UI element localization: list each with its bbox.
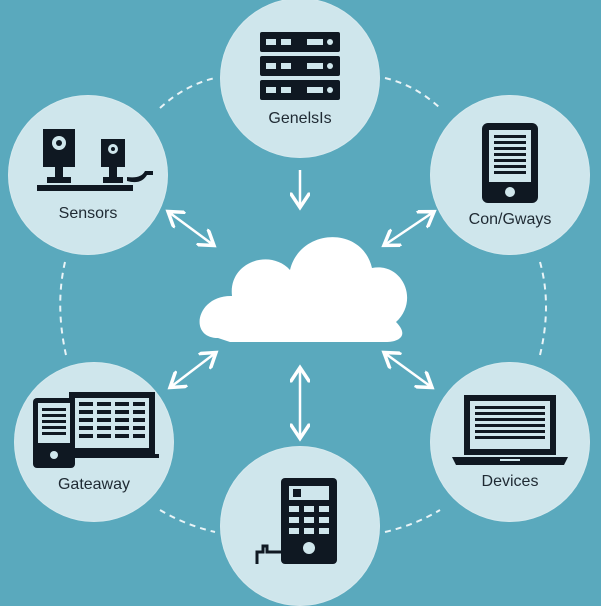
arrow-gateway-cloud (172, 354, 214, 386)
payment-terminal-icon (255, 478, 337, 564)
ring-connectors (59, 77, 547, 533)
flow-arrows (170, 170, 432, 436)
node-sensors: Sensors (8, 95, 168, 255)
cloud-icon (199, 237, 408, 342)
diagram-connections (59, 77, 547, 533)
arrow-gateways-cloud (386, 213, 432, 244)
node-gateway: Gateaway (14, 362, 174, 522)
sensor-devices-icon (37, 129, 153, 191)
server-rack-icon (260, 32, 340, 100)
smartphone-icon (482, 123, 538, 203)
arrow-sensors-cloud (170, 213, 212, 244)
node-gateways: Con/Gways (430, 95, 590, 255)
node-servers: GenelsIs (220, 0, 380, 158)
node-servers-label: GenelsIs (268, 110, 332, 127)
laptop-icon (452, 395, 568, 465)
node-gateways-label: Con/Gways (468, 211, 552, 228)
node-devices: Devices (430, 362, 590, 522)
desktop-tablet-icon (33, 392, 159, 468)
node-sensors-label: Sensors (58, 205, 118, 222)
node-terminal (220, 446, 380, 606)
arrow-devices-cloud (386, 354, 430, 386)
node-gateway-label: Gateaway (57, 476, 131, 493)
node-devices-label: Devices (481, 473, 539, 490)
